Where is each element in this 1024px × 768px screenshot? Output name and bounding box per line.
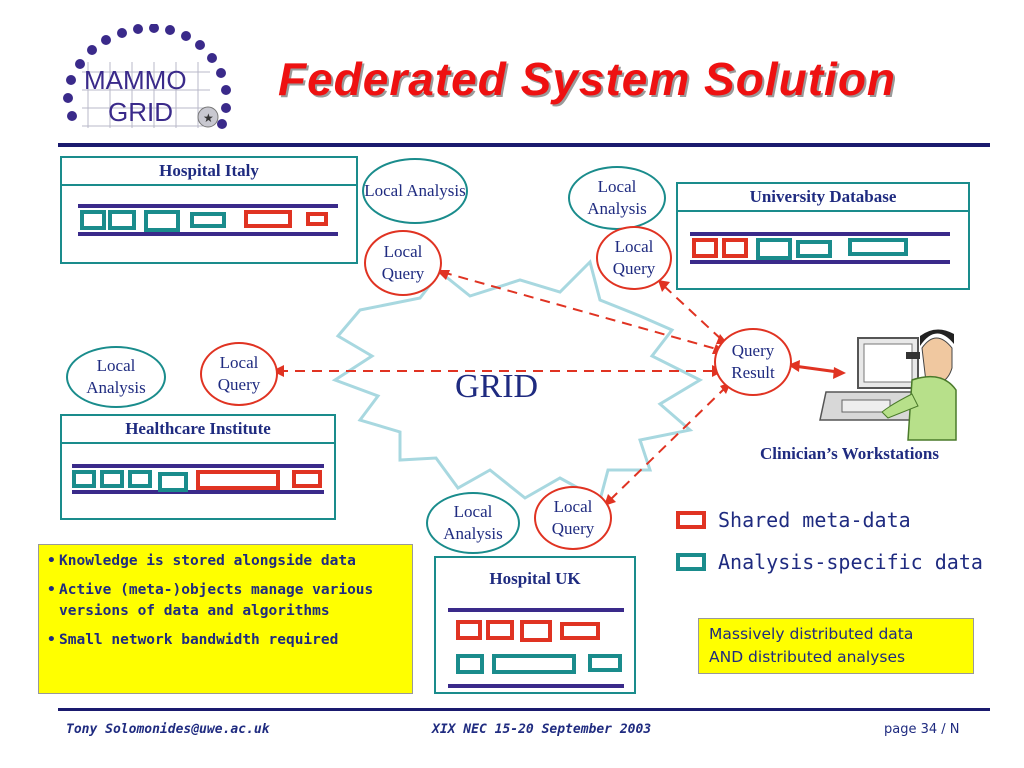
italy-local-query: Local Query (364, 230, 442, 296)
logo-line1: MAMMO (84, 65, 187, 95)
callout-line2: AND distributed analyses (709, 648, 906, 667)
uk-local-analysis: Local Analysis (426, 492, 520, 554)
legend-analysis-label: Analysis-specific data (718, 550, 983, 574)
university-database-title: University Database (678, 184, 968, 212)
note-item: Small network bandwidth required (47, 630, 402, 651)
query-result: Query Result (714, 328, 792, 396)
arrow-university-query (663, 285, 723, 341)
grid-label: GRID (455, 368, 539, 405)
healthcare-institute-data-blocks (72, 464, 324, 494)
hospital-uk-box: Hospital UK (434, 556, 636, 694)
legend-analysis-specific: Analysis-specific data (676, 550, 983, 574)
university-database-box: University Database (676, 182, 970, 290)
arrow-uk-query (609, 387, 726, 501)
legend-shared-label: Shared meta-data (718, 508, 911, 532)
legend-analysis-swatch (676, 553, 706, 571)
arrow-italy-query (441, 271, 721, 351)
grid-cloud-shape (331, 259, 704, 503)
result-to-clinician-arrow (793, 364, 839, 374)
hospital-uk-data-blocks (448, 608, 624, 688)
note-item: Knowledge is stored alongside data (47, 551, 402, 572)
footer-author: Tony Solomonides@uwe.ac.uk (66, 722, 270, 737)
healthcare-institute-box: Healthcare Institute (60, 414, 336, 520)
clinician-workstation-illustration (819, 329, 957, 441)
university-local-query: Local Query (596, 226, 672, 290)
note-item: Active (meta-)objects manage various ver… (47, 580, 402, 622)
footer-event: XIX NEC 15-20 September 2003 (432, 722, 652, 737)
hospital-italy-title: Hospital Italy (62, 158, 356, 186)
hospital-italy-data-blocks (78, 204, 338, 236)
title-divider (58, 143, 990, 147)
slide-title: Federated System Solution (278, 53, 897, 105)
healthcare-local-query: Local Query (200, 342, 278, 406)
legend-shared-swatch (676, 511, 706, 529)
legend-shared-meta-data: Shared meta-data (676, 508, 911, 532)
italy-local-analysis: Local Analysis (362, 158, 468, 224)
university-database-data-blocks (690, 232, 950, 264)
mammogrid-logo: MAMMO GRID ★ (58, 23, 242, 138)
footer-page-number: page 34 / N (884, 722, 960, 737)
callout-box: Massively distributed data AND distribut… (698, 618, 974, 674)
hospital-uk-title: Hospital UK (489, 569, 581, 588)
callout-line1: Massively distributed data (709, 625, 914, 643)
uk-local-query: Local Query (534, 486, 612, 550)
svg-text:★: ★ (203, 111, 214, 125)
clinician-workstations-label: Clinician’s Workstations (760, 444, 940, 463)
footer-divider (58, 708, 990, 711)
healthcare-institute-title: Healthcare Institute (62, 416, 334, 444)
notes-box: Knowledge is stored alongside data Activ… (38, 544, 413, 694)
healthcare-local-analysis: Local Analysis (66, 346, 166, 408)
university-local-analysis: Local Analysis (568, 166, 666, 230)
hospital-italy-box: Hospital Italy (60, 156, 358, 264)
logo-line2: GRID (108, 97, 173, 127)
